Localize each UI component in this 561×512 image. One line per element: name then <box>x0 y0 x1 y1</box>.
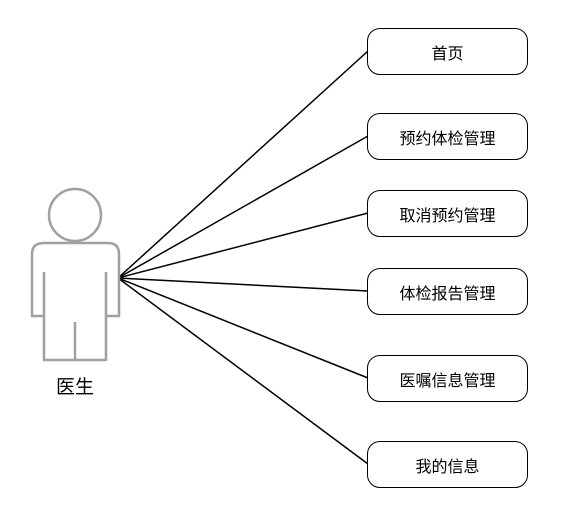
usecase-report-management[interactable]: 体检报告管理 <box>367 268 528 315</box>
actor-label: 医生 <box>55 376 94 398</box>
usecase-my-info[interactable]: 我的信息 <box>367 441 528 488</box>
association-line-profile <box>117 277 369 465</box>
association-line-booking <box>117 135 369 279</box>
usecase-booking-management-label: 预约体检管理 <box>399 128 496 148</box>
usecase-home-label: 首页 <box>431 43 464 63</box>
usecase-cancel-booking-management-label: 取消预约管理 <box>399 205 496 225</box>
usecase-my-info-label: 我的信息 <box>415 456 480 476</box>
actor-head-icon <box>47 187 103 243</box>
actor-body-icon <box>30 241 121 362</box>
usecase-medical-advice-management-label: 医嘱信息管理 <box>399 370 496 390</box>
association-line-report <box>117 277 369 292</box>
usecase-home[interactable]: 首页 <box>367 28 528 75</box>
association-line-cancel <box>117 212 369 279</box>
usecase-medical-advice-management[interactable]: 医嘱信息管理 <box>367 355 528 402</box>
usecase-booking-management[interactable]: 预约体检管理 <box>367 113 528 160</box>
actor-figure <box>30 187 121 362</box>
usecase-cancel-booking-management[interactable]: 取消预约管理 <box>367 190 528 237</box>
association-lines <box>117 50 369 465</box>
association-line-home <box>117 50 369 279</box>
usecase-report-management-label: 体检报告管理 <box>399 283 496 303</box>
association-line-advice <box>117 277 369 379</box>
